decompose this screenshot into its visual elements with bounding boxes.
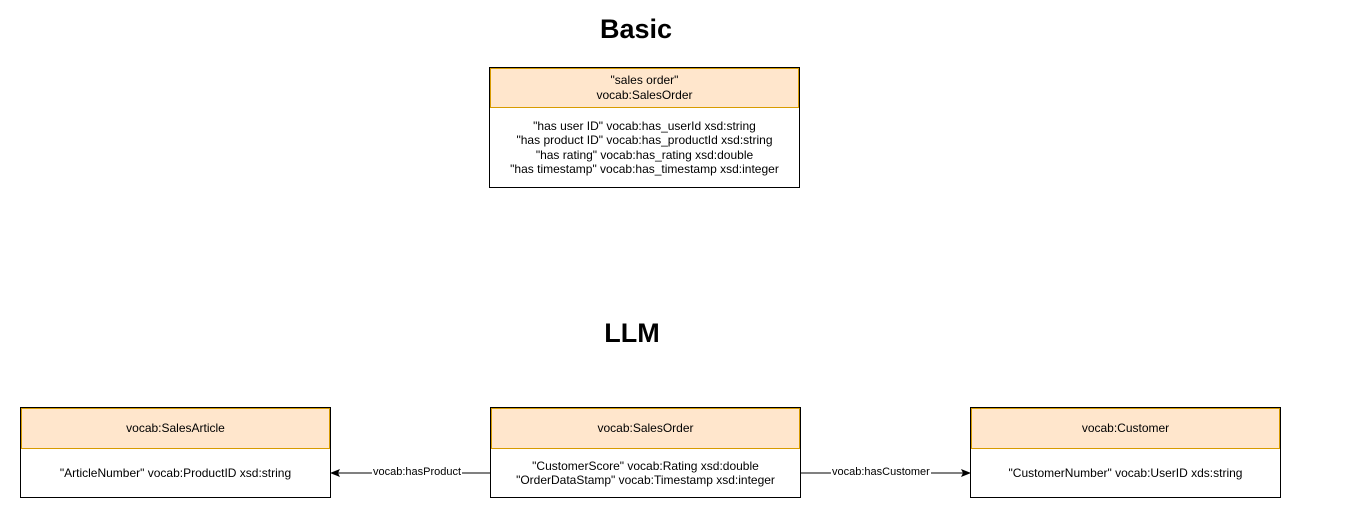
llm-sales-article-class[interactable]: vocab:SalesArticle "ArticleNumber" vocab… [20, 407, 331, 498]
basic-property-timestamp: "has timestamp" vocab:has_timestamp xsd:… [510, 162, 779, 176]
llm-property-customer-number: "CustomerNumber" vocab:UserID xds:string [1008, 465, 1243, 480]
llm-sales-article-header: vocab:SalesArticle [21, 408, 330, 449]
basic-sales-order-header: "sales order" vocab:SalesOrder [490, 68, 799, 108]
llm-property-order-data-stamp: "OrderDataStamp" vocab:Timestamp xsd:int… [516, 473, 775, 487]
llm-sales-order-properties: "CustomerScore" vocab:Rating xsd:double … [491, 449, 800, 497]
basic-heading: Basic [599, 14, 673, 44]
llm-sales-order-header: vocab:SalesOrder [491, 408, 800, 449]
llm-sales-article-type: vocab:SalesArticle [126, 420, 225, 435]
basic-property-user-id: "has user ID" vocab:has_userId xsd:strin… [533, 118, 756, 133]
llm-heading: LLM [604, 318, 660, 348]
llm-sales-article-properties: "ArticleNumber" vocab:ProductID xsd:stri… [21, 449, 330, 497]
basic-property-product-id: "has product ID" vocab:has_productId xsd… [516, 133, 773, 147]
basic-sales-order-label: "sales order" [610, 72, 679, 87]
llm-customer-properties: "CustomerNumber" vocab:UserID xds:string [971, 449, 1280, 497]
basic-sales-order-type: vocab:SalesOrder [596, 87, 693, 102]
edge-has-customer-label: vocab:hasCustomer [831, 466, 931, 479]
edge-has-product-label: vocab:hasProduct [372, 466, 463, 479]
llm-property-article-number: "ArticleNumber" vocab:ProductID xsd:stri… [59, 465, 292, 480]
basic-sales-order-class[interactable]: "sales order" vocab:SalesOrder "has user… [489, 67, 800, 188]
llm-property-customer-score: "CustomerScore" vocab:Rating xsd:double [532, 458, 759, 473]
llm-customer-header: vocab:Customer [971, 408, 1280, 449]
llm-customer-class[interactable]: vocab:Customer "CustomerNumber" vocab:Us… [970, 407, 1281, 498]
basic-property-rating: "has rating" vocab:has_rating xsd:double [535, 147, 754, 162]
llm-customer-type: vocab:Customer [1081, 420, 1170, 435]
basic-sales-order-properties: "has user ID" vocab:has_userId xsd:strin… [490, 108, 799, 187]
llm-sales-order-class[interactable]: vocab:SalesOrder "CustomerScore" vocab:R… [490, 407, 801, 498]
llm-sales-order-type: vocab:SalesOrder [597, 420, 694, 435]
